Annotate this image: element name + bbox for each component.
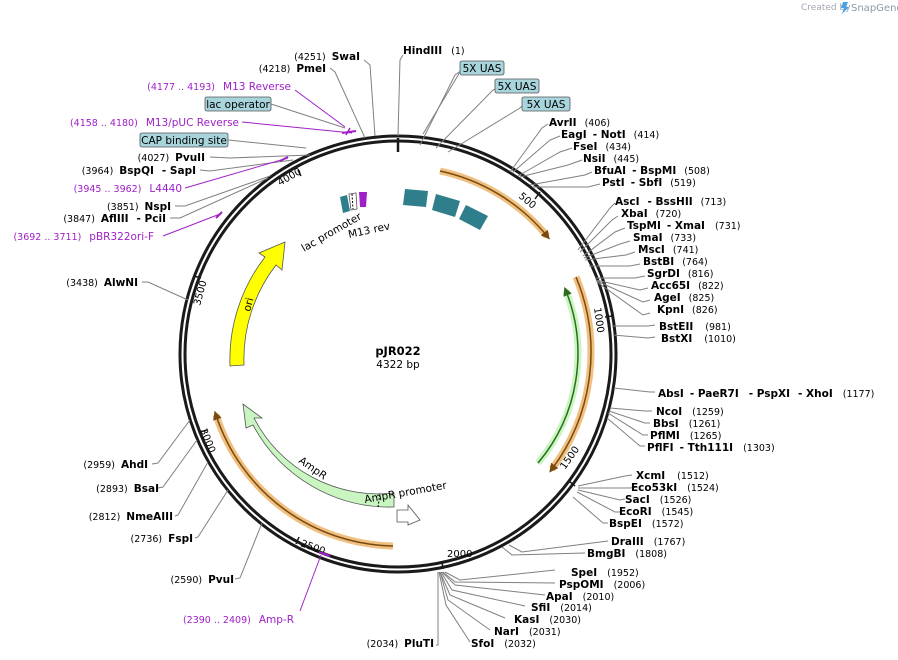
enzyme-acc65i: Acc65I(822) <box>651 280 724 292</box>
enzyme-spei: SpeI(1952) <box>571 567 639 579</box>
enzyme-pflmi: PflMI(1265) <box>650 430 721 442</box>
primer-m13-puc-reverse: (4158 .. 4180)M13/pUC Reverse <box>70 117 239 129</box>
uas-box-1: 5X UAS <box>459 60 505 76</box>
uas-box-3-label: 5X UAS <box>527 99 566 111</box>
enzyme-psti: PstI- SbfI(519) <box>602 177 696 189</box>
enzyme-ncoi: NcoI(1259) <box>656 406 724 418</box>
enzyme-absi: AbsI- PaeR7I- PspXI- XhoI(1177) <box>658 388 874 400</box>
enzyme-agei: AgeI(825) <box>654 292 714 304</box>
uas-box-2: 5X UAS <box>494 78 540 94</box>
enzyme-eagi: EagI- NotI(414) <box>561 129 659 141</box>
enzyme-bfuai: BfuAI- BspMI(508) <box>594 165 710 177</box>
tick-label: 3000 <box>197 427 217 455</box>
ampr-promoter-label: AmpR promoter <box>363 480 448 506</box>
enzyme-pflfi: PflFI- Tth111I(1303) <box>647 442 775 454</box>
primer-leader-lines <box>162 89 353 612</box>
enzyme-bstbi: BstBI(764) <box>643 256 708 268</box>
tick-label: 1000 <box>591 307 605 334</box>
enzyme-fspi: (2736)FspI <box>131 533 193 545</box>
enzyme-pvuii: (4027)PvuII <box>138 152 205 164</box>
uas-box-2-label: 5X UAS <box>498 81 537 93</box>
left-leader-lines <box>142 59 439 646</box>
ampr-feature <box>242 403 395 508</box>
snapgene-logo-icon <box>841 2 849 14</box>
lac-operator-box: lac operator <box>204 96 272 112</box>
enzyme-sgrdi: SgrDI(816) <box>647 268 713 280</box>
cap-binding-label: CAP binding site <box>141 135 227 147</box>
enzyme-bmgbi: BmgBI(1808) <box>587 548 667 560</box>
credit-brand: SnapGene <box>851 3 898 14</box>
enzyme-xbai: XbaI(720) <box>621 208 681 220</box>
cap-leader <box>227 139 307 149</box>
enzyme-nsii: NsiI(445) <box>583 153 639 165</box>
enzyme-msci: MscI(741) <box>638 244 698 256</box>
primer-marks <box>215 127 357 557</box>
enzyme-ecori: EcoRI(1545) <box>619 506 693 518</box>
enzyme-hindiii: HindIII(1) <box>403 45 465 57</box>
uas-box-3: 5X UAS <box>521 96 571 112</box>
enzyme-bspqi: (3964)BspQI- SapI <box>82 165 196 177</box>
enzyme-bsai: (2893)BsaI <box>96 483 159 495</box>
orf-arc-right <box>549 275 595 473</box>
enzyme-sfii: SfiI(2014) <box>531 602 592 614</box>
ori-feature <box>229 241 286 367</box>
enzyme-nari: NarI(2031) <box>494 626 561 638</box>
enzyme-ahdi: (2959)AhdI <box>83 459 148 471</box>
enzyme-pspomi: PspOMI(2006) <box>559 579 645 591</box>
enzyme-pmei: (4218)PmeI <box>259 63 326 75</box>
enzyme-bspei: BspEI(1572) <box>609 518 683 530</box>
enzyme-saci: SacI(1526) <box>625 494 691 506</box>
primer-l4440: (3945 .. 3962)L4440 <box>74 183 182 195</box>
enzyme-asci: AscI- BssHII(713) <box>615 196 726 208</box>
enzyme-pvui: (2590)PvuI <box>170 574 234 586</box>
enzyme-tspmi: TspMI- XmaI(731) <box>627 220 740 232</box>
ori-label: ori <box>241 296 256 312</box>
enzyme-smai: SmaI(733) <box>633 232 696 244</box>
lac-operator-leader <box>270 103 346 129</box>
tick-label: 3500 <box>192 279 209 306</box>
enzyme-bstxi: BstXI(1010) <box>661 333 736 345</box>
enzyme-eco53ki: Eco53kI(1524) <box>631 482 719 494</box>
enzyme-fsei: FseI(434) <box>573 141 631 153</box>
ampr-promoter-feature <box>396 503 421 526</box>
tick-marks <box>193 138 613 570</box>
cap-binding-box: CAP binding site <box>139 132 229 148</box>
enzyme-nspi: (3851)NspI <box>107 201 171 213</box>
uas-blocks <box>403 189 488 230</box>
primer-m13-reverse: (4177 .. 4193)M13 Reverse <box>147 81 291 93</box>
enzyme-kpni: KpnI(826) <box>657 304 718 316</box>
lac-promoter-feature <box>340 192 367 213</box>
uas-box-1-label: 5X UAS <box>463 63 502 75</box>
plasmid-length: 4322 bp <box>376 359 420 371</box>
primer-amp-r: (2390 .. 2409)Amp-R <box>183 614 294 626</box>
enzyme-swai: (4251)SwaI <box>294 51 360 63</box>
enzyme-sfoi: SfoI(2032) <box>471 638 536 650</box>
uas-leader <box>422 71 461 135</box>
enzyme-kasi: KasI(2030) <box>514 614 581 626</box>
primer-pbr322ori-f: (3692 .. 3711)pBR322ori-F <box>13 231 154 243</box>
enzyme-pluti: (2034)PluTI <box>367 638 434 650</box>
enzyme-afliii: (3847)AflIII- PciI <box>63 213 166 225</box>
enzyme-alwni: (3438)AlwNI <box>66 277 138 289</box>
enzyme-avrii: AvrII(406) <box>549 117 610 129</box>
enzyme-bsteii: BstEII(981) <box>659 321 731 333</box>
enzyme-nmeaiii: (2812)NmeAIII <box>89 511 173 523</box>
orf-arc-left <box>212 410 394 550</box>
enzyme-xcmi: XcmI(1512) <box>636 470 709 482</box>
orf-arc-green <box>535 286 582 466</box>
enzyme-bbsi: BbsI(1261) <box>653 418 720 430</box>
enzyme-apai: ApaI(2010) <box>546 591 614 603</box>
right-leader-lines <box>397 54 656 643</box>
tick-label: 2000 <box>447 549 472 560</box>
orf-arc-top <box>439 167 550 240</box>
enzyme-draiii: DraIII(1767) <box>611 536 685 548</box>
lac-operator-label: lac operator <box>206 99 270 111</box>
credit-prefix: Created by <box>801 3 851 13</box>
plasmid-name: pJR022 <box>375 344 420 358</box>
